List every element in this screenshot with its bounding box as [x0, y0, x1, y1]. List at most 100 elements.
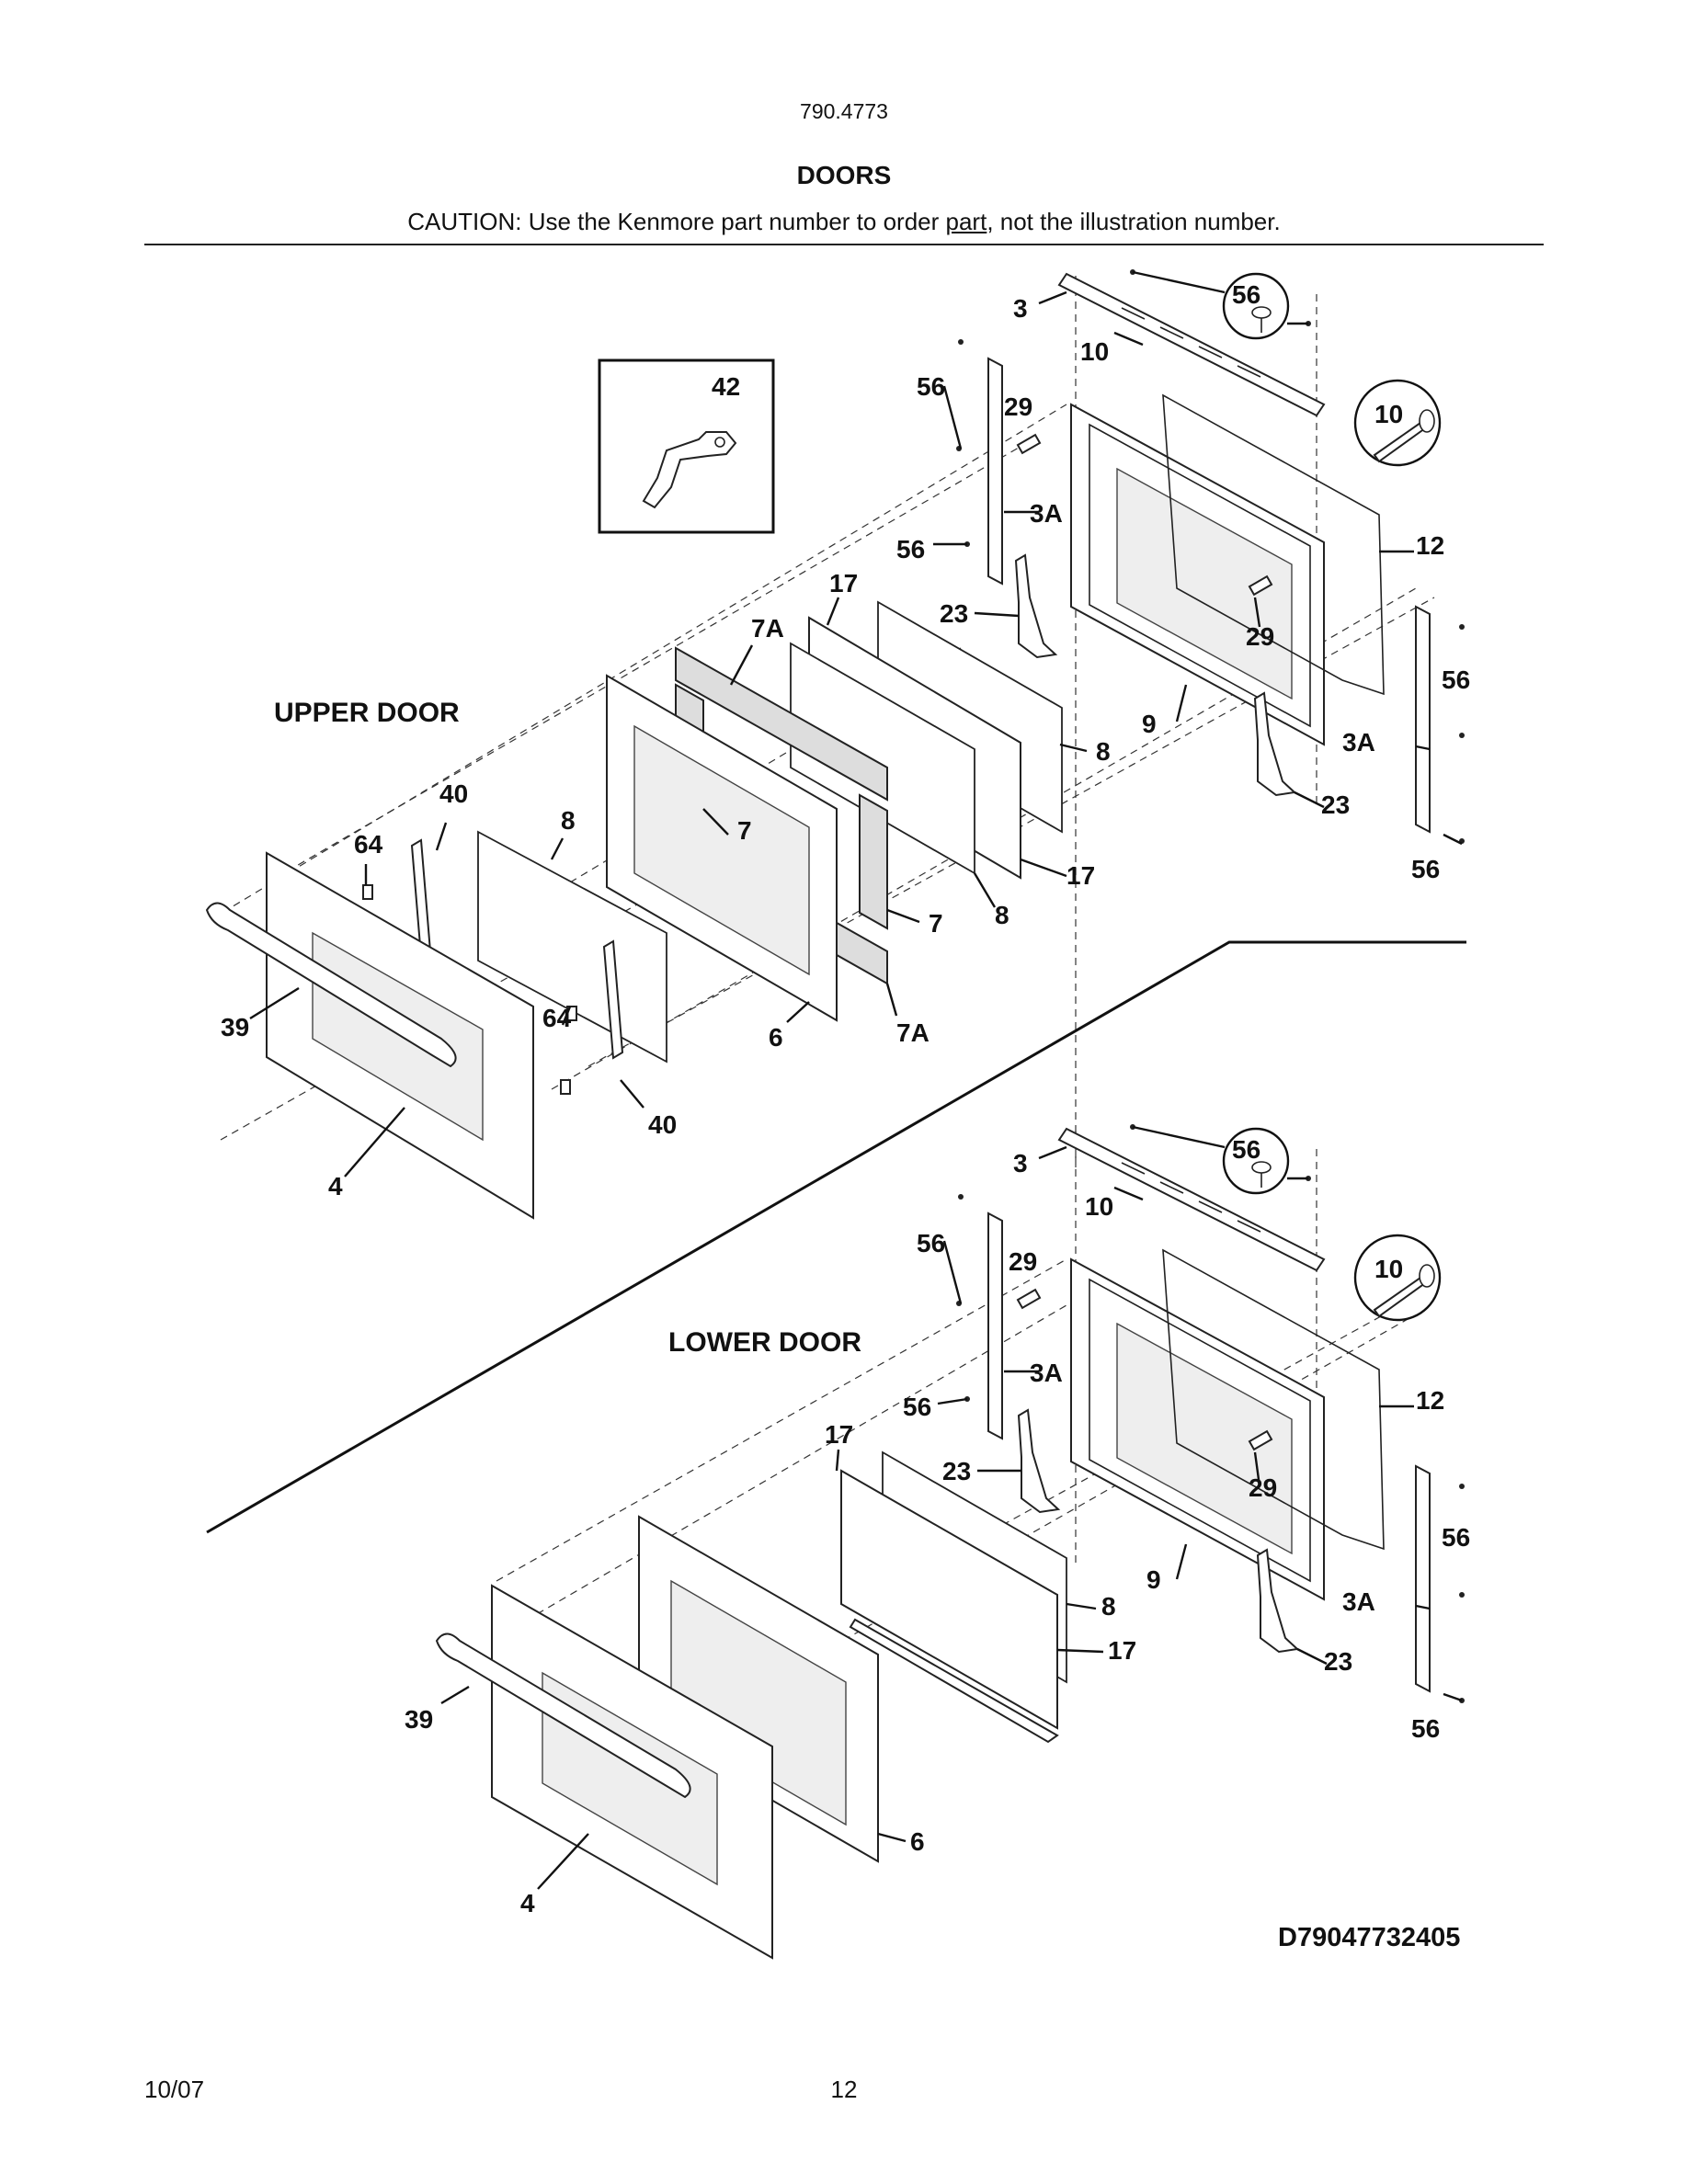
lower-callout-17: 17 [825, 1420, 853, 1449]
page-title: DOORS [796, 161, 892, 189]
lower-callout-labels: LOWER DOOR 3 56 10 10 56 29 3A 56 12 17 … [405, 1135, 1470, 1917]
upper-pin-29-a [1016, 433, 1042, 455]
callout-64-b: 64 [542, 1004, 572, 1032]
upper-side-channel-3A-right [1415, 605, 1431, 834]
upper-glass-support-40-b [602, 939, 624, 1060]
callout-12: 12 [1416, 531, 1444, 560]
callout-8-b: 8 [561, 806, 576, 835]
callout-4: 4 [328, 1172, 343, 1200]
lower-gasket-12 [1162, 1248, 1385, 1551]
upper-insulation-7-right [859, 793, 888, 930]
callout-10-circle: 10 [1374, 400, 1403, 428]
callout-3: 3 [1013, 294, 1028, 323]
lower-callout-3A-a: 3A [1030, 1359, 1063, 1387]
upper-clip-64-c [560, 1079, 571, 1095]
upper-side-channel-3A-left [987, 357, 1003, 586]
lower-callout-56-circle: 56 [1232, 1135, 1260, 1164]
inset-label: 42 [712, 372, 740, 401]
lower-callout-56-b: 56 [903, 1393, 931, 1421]
lower-hinge-23-a [1017, 1408, 1061, 1514]
lower-callout-39: 39 [405, 1705, 433, 1734]
upper-pin-29-b [1248, 574, 1273, 597]
upper-glass-8-front [477, 830, 667, 1064]
callout-56-b: 56 [896, 535, 925, 563]
lower-callout-6: 6 [910, 1827, 925, 1856]
callout-29-a: 29 [1004, 392, 1032, 421]
caution-note: CAUTION: Use the Kenmore part number to … [0, 208, 1688, 236]
lower-pin-29-b [1248, 1429, 1273, 1451]
section-divider-line [206, 940, 1466, 1534]
upper-door-assembly: 42 [205, 269, 1470, 1220]
lower-door-heading: LOWER DOOR [668, 1327, 861, 1358]
lower-callout-17-b: 17 [1108, 1636, 1136, 1665]
callout-64-a: 64 [354, 830, 383, 859]
lower-callout-4: 4 [520, 1889, 535, 1917]
upper-handle-39 [205, 902, 457, 1068]
lower-glass-channel-17 [840, 1469, 1058, 1730]
lower-callout-29-b: 29 [1249, 1473, 1277, 1502]
callout-56-a: 56 [917, 372, 945, 401]
callout-40-a: 40 [439, 779, 468, 808]
lower-door-assembly: LOWER DOOR 3 56 10 10 56 29 3A 56 12 17 … [405, 1124, 1470, 1960]
callout-17-b: 17 [1066, 861, 1095, 890]
upper-hinge-23-a [1014, 553, 1058, 659]
callout-7-a: 7 [737, 816, 752, 845]
lower-callout-12: 12 [1416, 1386, 1444, 1415]
model-number: 790.4773 [800, 99, 888, 123]
callout-39: 39 [221, 1013, 249, 1041]
lower-callout-23-b: 23 [1324, 1647, 1352, 1676]
lower-screw-56-detail [1222, 1127, 1290, 1195]
upper-gasket-12 [1162, 393, 1385, 696]
lower-callout-9: 9 [1146, 1565, 1161, 1594]
upper-door-heading: UPPER DOOR [274, 698, 460, 728]
lower-handle-39 [435, 1632, 691, 1799]
page-number: 12 [830, 2076, 858, 2103]
callout-23-a: 23 [940, 599, 968, 628]
lower-callout-29-a: 29 [1009, 1247, 1037, 1276]
upper-callout-labels: UPPER DOOR 3 56 10 10 56 29 3A 56 12 17 … [221, 280, 1470, 1200]
callout-17-a: 17 [829, 569, 858, 597]
upper-clip-64-a [362, 884, 373, 900]
caution-text-end: , not the illustration number. [987, 208, 1281, 235]
caution-text-underlined: part [945, 208, 987, 235]
callout-56-c: 56 [1442, 665, 1470, 694]
callout-56-circle: 56 [1232, 280, 1260, 309]
callout-40-b: 40 [648, 1110, 677, 1139]
caution-text-start: CAUTION: Use the Kenmore part number to … [407, 208, 946, 235]
lower-pin-29-a [1016, 1288, 1042, 1310]
callout-23-b: 23 [1321, 791, 1350, 819]
callout-7-b: 7 [929, 909, 943, 938]
header-rule [144, 244, 1544, 245]
lower-callout-56-c: 56 [1442, 1523, 1470, 1552]
lower-side-channel-3A-left [987, 1211, 1003, 1440]
lower-callout-8: 8 [1101, 1592, 1116, 1621]
upper-leader-lines [249, 270, 1463, 1177]
callout-7A-b: 7A [896, 1018, 930, 1047]
lower-leader-lines [440, 1125, 1463, 1890]
footer-date: 10/07 [144, 2076, 205, 2103]
callout-29-b: 29 [1246, 622, 1274, 651]
lower-screw-10-detail [1353, 1234, 1442, 1322]
lower-callout-3A-b: 3A [1342, 1587, 1375, 1616]
lower-callout-10: 10 [1085, 1192, 1113, 1221]
upper-screw-10-detail [1353, 379, 1442, 467]
inset-box-42: 42 [598, 358, 775, 534]
bracket-42-icon [642, 431, 737, 509]
lower-callout-56-d: 56 [1411, 1714, 1440, 1743]
diagram-code: D79047732405 [1278, 1923, 1460, 1952]
lower-callout-23-a: 23 [942, 1457, 971, 1485]
callout-7A-a: 7A [751, 614, 784, 643]
callout-8-c: 8 [995, 901, 1009, 929]
lower-callout-10-circle: 10 [1374, 1255, 1403, 1283]
callout-6: 6 [769, 1023, 783, 1052]
lower-side-channel-3A-right [1415, 1464, 1431, 1693]
callout-3A-a: 3A [1030, 499, 1063, 528]
callout-9: 9 [1142, 710, 1157, 738]
callout-56-d: 56 [1411, 855, 1440, 883]
lower-callout-56-a: 56 [917, 1229, 945, 1257]
upper-screw-56-detail [1222, 272, 1290, 340]
callout-3A-b: 3A [1342, 728, 1375, 756]
upper-insulation-7A-top [675, 646, 888, 802]
lower-callout-3: 3 [1013, 1149, 1028, 1177]
